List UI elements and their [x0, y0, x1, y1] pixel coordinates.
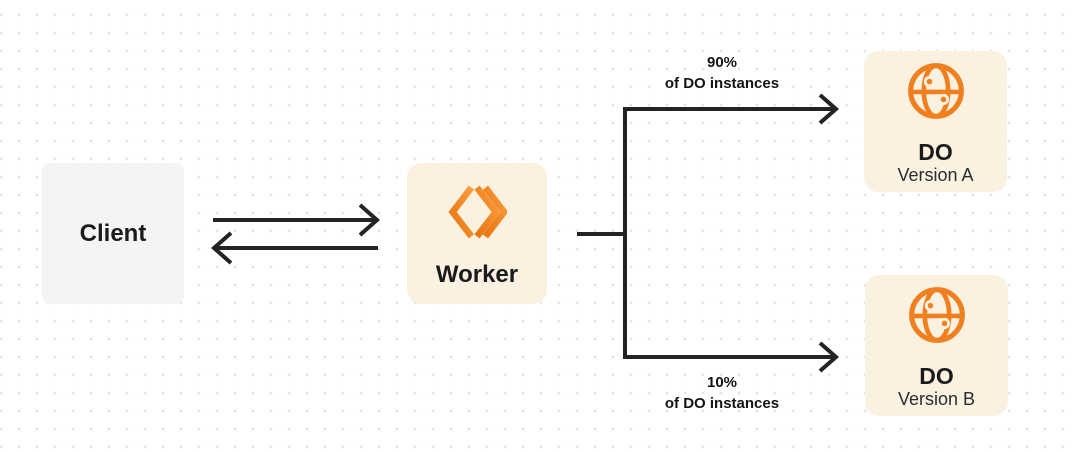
globe-icon: [906, 61, 966, 121]
globe-icon: [907, 285, 967, 345]
client-node: Client: [42, 163, 184, 304]
arrow-client-to-worker: [213, 203, 381, 237]
do-a-title: DO: [918, 139, 953, 165]
cloudflare-workers-icon: [446, 181, 508, 243]
arrow-branch-to-do-b: [623, 341, 840, 373]
arrow-worker-to-client: [210, 231, 378, 265]
do-b-title: DO: [919, 363, 954, 389]
edge-label-10-percent: 10% of DO instances: [612, 372, 832, 414]
edge-label-10-line1: 10%: [706, 374, 738, 391]
do-b-subtitle: Version B: [897, 389, 976, 409]
edge-label-10-line2: of DO instances: [664, 395, 780, 412]
do-version-b-node: DO Version B: [865, 275, 1008, 416]
worker-label: Worker: [435, 261, 519, 288]
worker-node: Worker: [407, 163, 547, 304]
edge-label-90-line2: of DO instances: [664, 75, 780, 92]
edge-label-90-line1: 90%: [706, 54, 738, 71]
client-label: Client: [79, 219, 147, 247]
arrow-branch-to-do-a: [623, 93, 840, 125]
do-version-a-node: DO Version A: [864, 51, 1007, 192]
edge-label-90-percent: 90% of DO instances: [612, 52, 832, 94]
do-a-subtitle: Version A: [897, 165, 974, 185]
